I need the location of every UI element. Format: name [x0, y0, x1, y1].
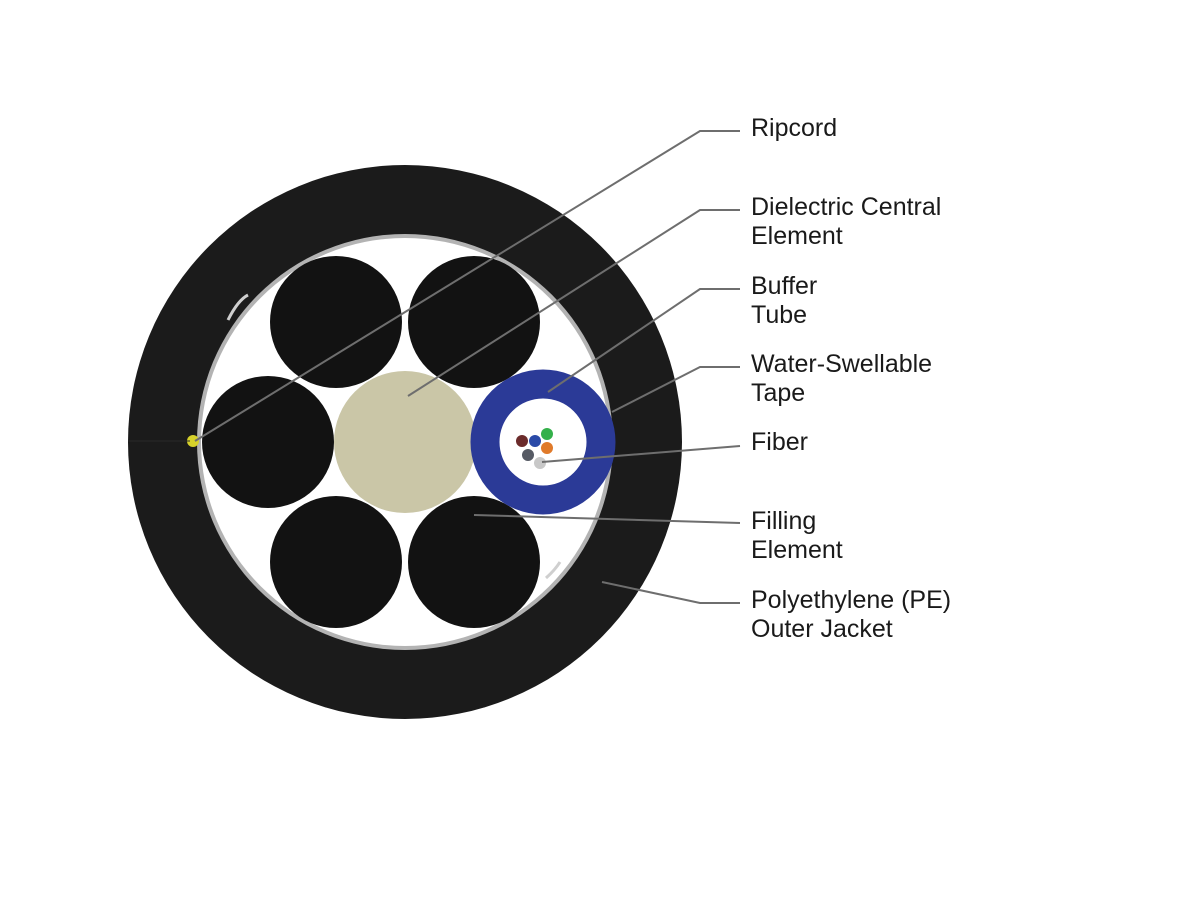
fiber — [534, 457, 546, 469]
label-water-tape-line-2: Tape — [751, 379, 806, 407]
ripcord — [187, 435, 199, 447]
leader-line-water-tape — [611, 366, 740, 413]
fiber-bundle — [516, 428, 553, 469]
label-fiber-line-1: Fiber — [751, 428, 808, 456]
fiber — [529, 435, 541, 447]
label-water-tape-line-1: Water-Swellable — [751, 350, 933, 378]
buffer-tube-inner — [500, 399, 586, 485]
label-ripcord: Ripcord — [751, 114, 837, 143]
filling-element — [408, 256, 540, 388]
label-filling-element-line-1: Filling — [751, 507, 817, 535]
fiber — [522, 449, 534, 461]
label-buffer-tube-line-1: Buffer — [751, 272, 818, 300]
label-buffer-tube-line-2: Tube — [751, 301, 808, 329]
leader-line-ripcord — [194, 130, 740, 442]
label-ripcord-line-1: Ripcord — [751, 114, 838, 142]
buffer-tube — [470, 369, 616, 515]
label-fiber: Fiber — [751, 428, 808, 457]
leader-line-filling-element — [473, 514, 741, 524]
label-central-element: Dielectric Central Element — [751, 193, 941, 251]
label-central-element-line-2: Element — [751, 222, 843, 250]
label-filling-element-line-2: Element — [751, 536, 843, 564]
label-filling-element: Filling Element — [751, 507, 843, 565]
fiber — [516, 435, 528, 447]
leader-line-outer-jacket — [601, 581, 740, 604]
fiber — [541, 442, 553, 454]
label-outer-jacket-line-1: Polyethylene (PE) — [751, 586, 952, 614]
leader-line-central-element — [407, 209, 740, 397]
tape-seam-mark — [545, 561, 562, 580]
label-buffer-tube: Buffer Tube — [751, 272, 817, 330]
filling-element — [270, 496, 402, 628]
filling-element — [270, 256, 402, 388]
filling-element — [202, 376, 334, 508]
label-outer-jacket-line-2: Outer Jacket — [751, 615, 893, 643]
fiber — [541, 428, 553, 440]
leader-line-buffer-tube — [547, 288, 740, 393]
label-water-tape: Water-Swellable Tape — [751, 350, 932, 408]
tape-seam-mark — [226, 293, 249, 321]
label-outer-jacket: Polyethylene (PE) Outer Jacket — [751, 586, 951, 644]
leader-line-fiber — [541, 445, 741, 463]
dielectric-central-element — [334, 371, 476, 513]
filling-element — [408, 496, 540, 628]
label-central-element-line-1: Dielectric Central — [751, 193, 942, 221]
